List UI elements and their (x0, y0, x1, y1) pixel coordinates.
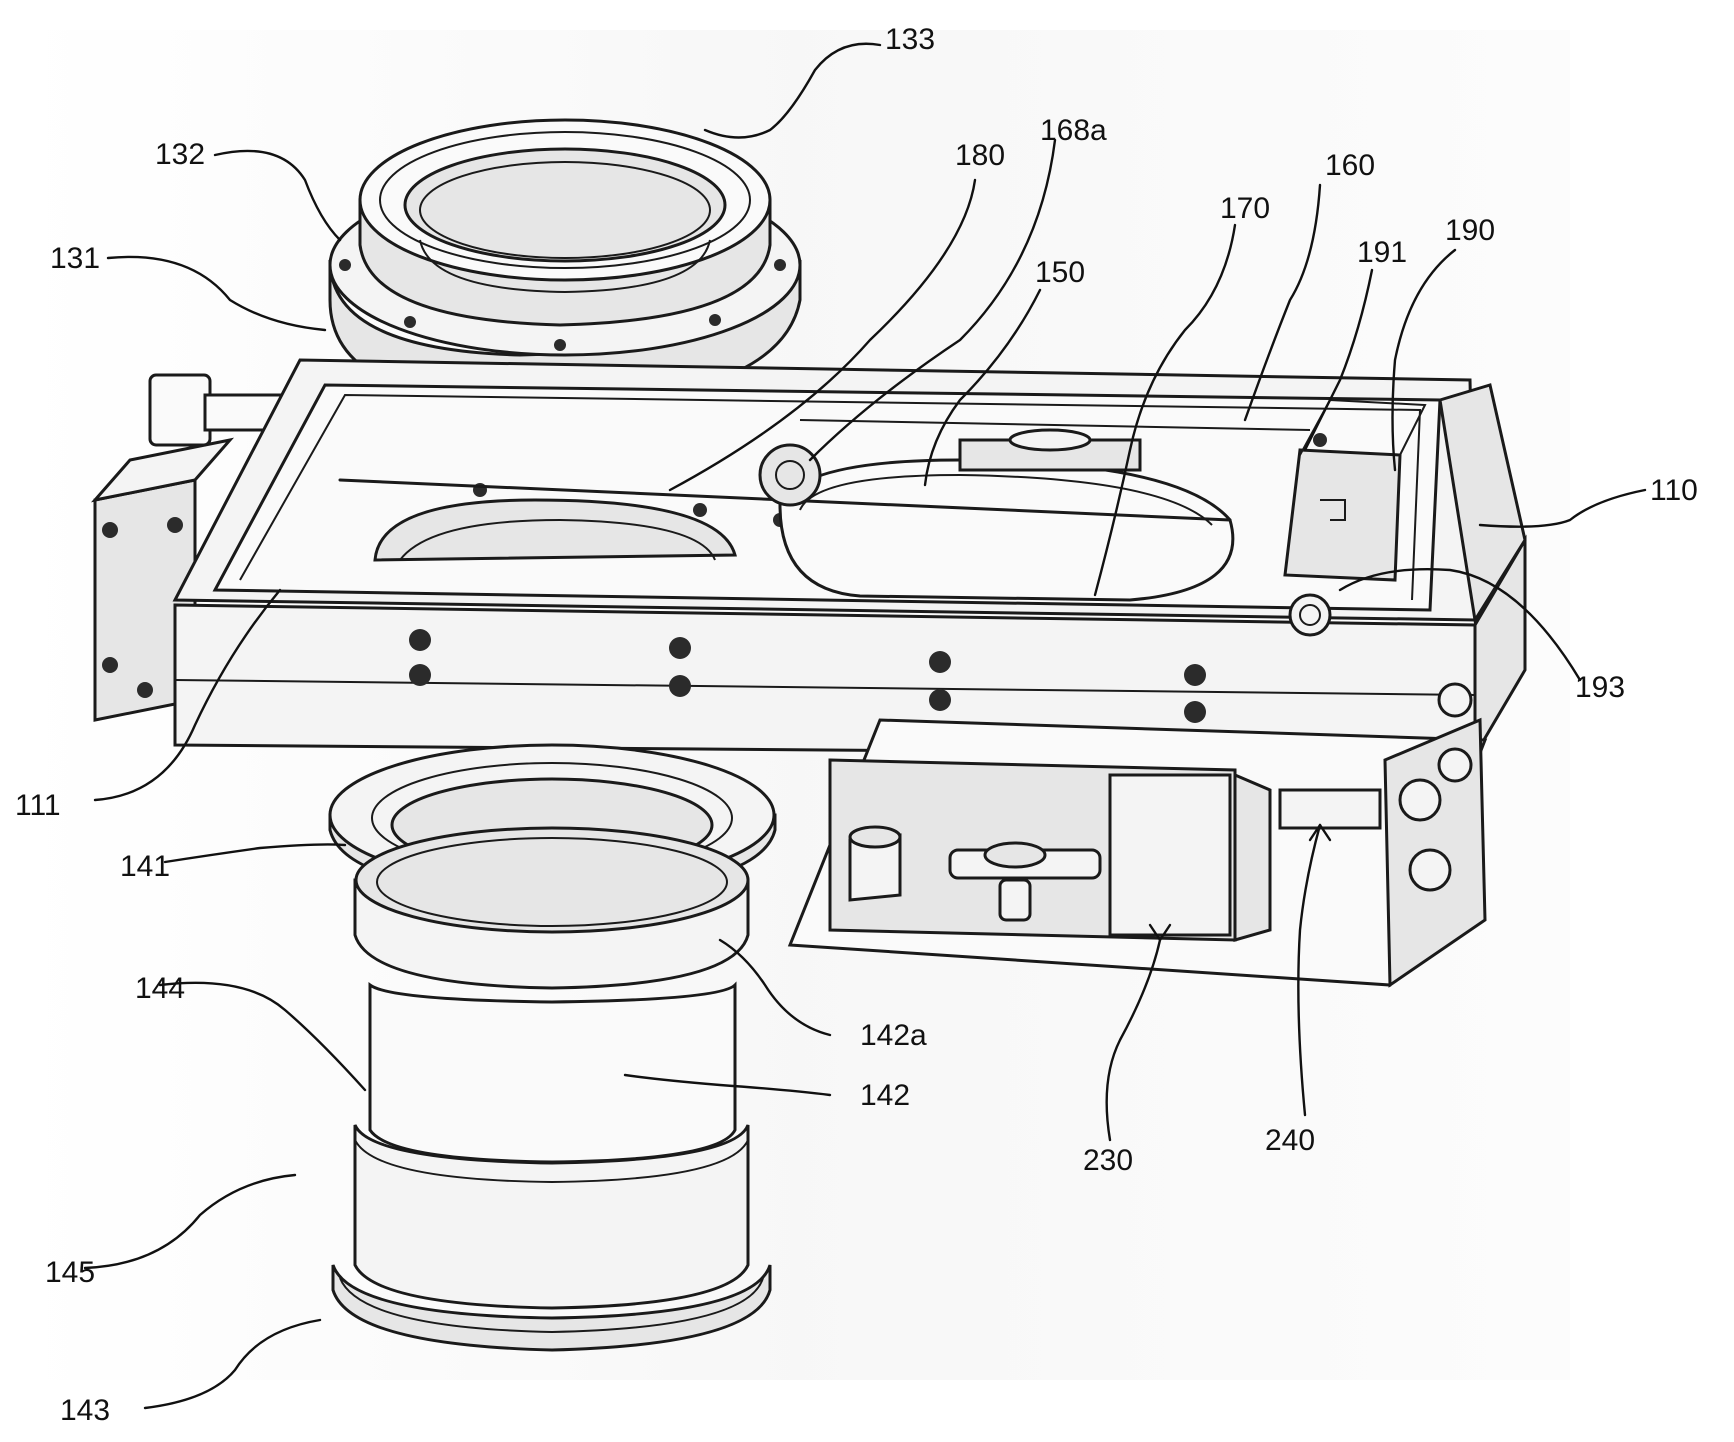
label-111: 111 (15, 789, 61, 822)
label-132: 132 (155, 138, 205, 171)
label-110: 110 (1650, 474, 1698, 507)
part-labels: 133 132 131 180 168a 160 170 150 191 190… (15, 23, 1698, 1427)
drive-wheel-180 (758, 443, 822, 507)
bottom-ring-143 (331, 1264, 772, 1352)
label-144: 144 (135, 972, 185, 1005)
under-housing (787, 682, 1488, 988)
label-141: 141 (120, 850, 170, 883)
shell-145 (353, 1124, 750, 1310)
label-131: 131 (50, 242, 100, 275)
top-ring-inner (403, 147, 727, 263)
left-fitting (148, 373, 212, 447)
leader-lines (83, 42, 1647, 1410)
cylinder-190 (1283, 448, 1402, 582)
label-193: 193 (1575, 671, 1625, 704)
lower-tube-assembly (328, 743, 777, 1352)
label-170: 170 (1220, 192, 1270, 225)
label-145: 145 (45, 1256, 95, 1289)
label-133: 133 (885, 23, 935, 56)
fitting-193 (1288, 593, 1332, 637)
label-190: 190 (1445, 214, 1495, 247)
label-150: 150 (1035, 256, 1085, 289)
label-191: 191 (1357, 236, 1407, 269)
lower-opening (373, 498, 737, 562)
label-143: 143 (60, 1394, 110, 1427)
label-168a: 168a (1040, 114, 1107, 147)
label-160: 160 (1325, 149, 1375, 182)
label-180: 180 (955, 139, 1005, 172)
block-230 (1108, 773, 1232, 937)
label-240: 240 (1265, 1124, 1315, 1157)
sensor-240 (1278, 788, 1382, 830)
opening-111 (373, 498, 737, 562)
label-230: 230 (1083, 1144, 1133, 1177)
label-142a: 142a (860, 1019, 927, 1052)
body-142 (368, 981, 737, 1164)
label-142: 142 (860, 1079, 910, 1112)
